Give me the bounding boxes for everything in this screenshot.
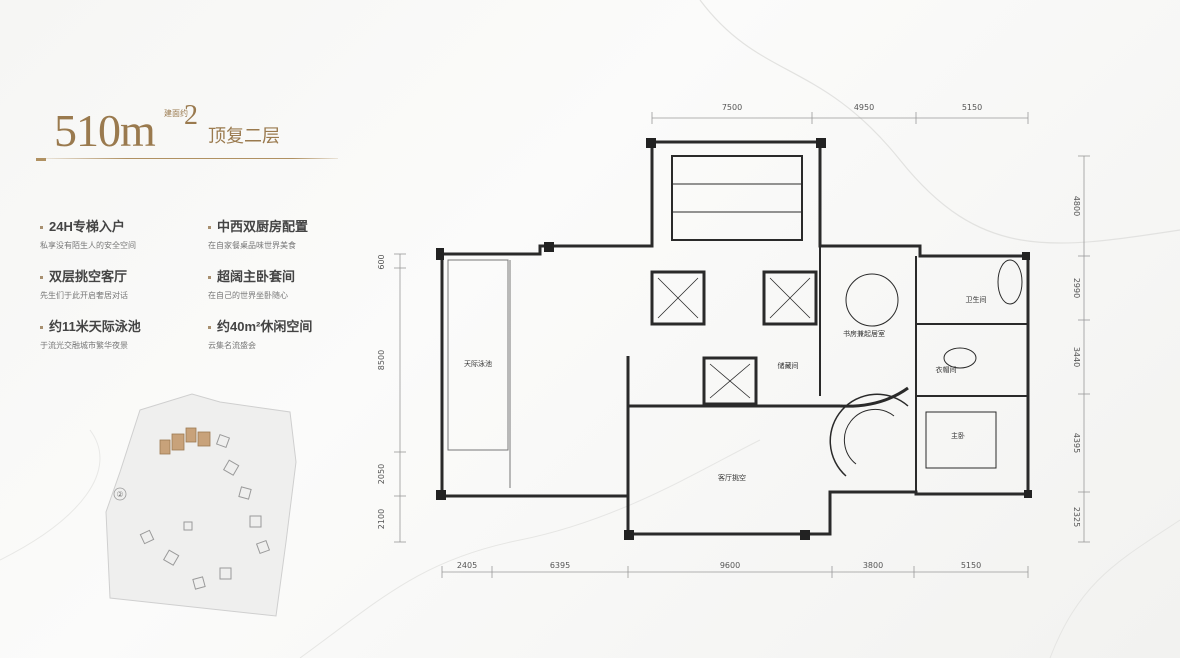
dimension-label: 2405	[457, 561, 477, 570]
building-number-marker	[113, 487, 127, 501]
dimension-label: 3440	[1072, 347, 1081, 367]
header-accent	[36, 158, 46, 161]
dimension-label: 4950	[854, 103, 874, 112]
feature-title: 超阔主卧套间	[217, 269, 296, 284]
bullet-icon	[208, 276, 211, 280]
feature-subtitle: 先生们于此开启奢居对话	[40, 291, 128, 300]
feature-subtitle: 在自家餐桌品味世界美食	[208, 241, 296, 250]
feature-subtitle: 于流光交融城市繁华夜景	[40, 341, 128, 350]
feature-item: 约40m²休闲空间 云集名流盛会	[208, 316, 368, 351]
dimension-label: 600	[377, 254, 386, 269]
dimension-label: 6395	[550, 561, 570, 570]
room-label-pool: 天际泳池	[464, 359, 492, 368]
feature-subtitle: 私享没有陌生人的安全空间	[40, 241, 136, 250]
room-label-study: 书房兼起居室	[843, 329, 885, 338]
building-number: ②	[116, 490, 123, 499]
area-superscript: 2	[184, 100, 198, 131]
dimension-label: 3800	[863, 561, 883, 570]
feature-title: 双层挑空客厅	[49, 269, 128, 284]
dimension-label: 9600	[720, 561, 740, 570]
feature-item: 约11米天际泳池 于流光交融城市繁华夜景	[40, 316, 200, 351]
bullet-icon	[40, 276, 43, 280]
dimension-label: 2325	[1072, 507, 1081, 527]
feature-title: 中西双厨房配置	[217, 219, 309, 234]
bullet-icon	[208, 326, 211, 330]
dimension-label: 4395	[1072, 433, 1081, 453]
dimension-label: 2100	[377, 509, 386, 529]
feature-list: 24H专梯入户 私享没有陌生人的安全空间 中西双厨房配置 在自家餐桌品味世界美食…	[40, 216, 370, 356]
highlighted-building	[159, 427, 211, 455]
dimension-label: 2050	[377, 464, 386, 484]
room-label-storage: 储藏间	[778, 361, 799, 370]
dimension-label: 5150	[962, 103, 982, 112]
feature-item: 中西双厨房配置 在自家餐桌品味世界美食	[208, 216, 368, 251]
floor-name: 顶复二层	[208, 126, 280, 146]
floor-plan: 7500 4950 5150 2405 6395 9600 3800 5150 …	[377, 103, 1090, 578]
feature-item: 24H专梯入户 私享没有陌生人的安全空间	[40, 216, 200, 251]
room-label-master-bedroom: 主卧	[951, 431, 965, 440]
room-label-living-void: 客厅挑空	[718, 473, 746, 482]
feature-title: 约11米天际泳池	[49, 319, 141, 334]
area-value: 510m	[54, 105, 156, 156]
bullet-icon	[40, 226, 43, 230]
site-map: ②	[105, 393, 297, 617]
feature-item: 双层挑空客厅 先生们于此开启奢居对话	[40, 266, 200, 301]
feature-title: 约40m²休闲空间	[217, 319, 313, 334]
header-divider	[36, 158, 338, 159]
feature-subtitle: 在自己的世界坐卧随心	[208, 291, 288, 300]
dimension-label: 8500	[377, 350, 386, 370]
dimension-label: 2990	[1072, 278, 1081, 298]
feature-title: 24H专梯入户	[49, 219, 125, 234]
feature-item: 超阔主卧套间 在自己的世界坐卧随心	[208, 266, 368, 301]
area-header: 510m 建面约 2 顶复二层	[36, 96, 338, 166]
area-label: 建面约	[164, 109, 188, 118]
bullet-icon	[40, 326, 43, 330]
dimension-label: 7500	[722, 103, 742, 112]
feature-subtitle: 云集名流盛会	[208, 341, 256, 350]
dimension-label: 5150	[961, 561, 981, 570]
dimension-label: 4800	[1072, 196, 1081, 216]
room-label-cloakroom: 衣帽间	[936, 365, 957, 374]
bullet-icon	[208, 226, 211, 230]
room-label-bathroom: 卫生间	[966, 295, 987, 304]
